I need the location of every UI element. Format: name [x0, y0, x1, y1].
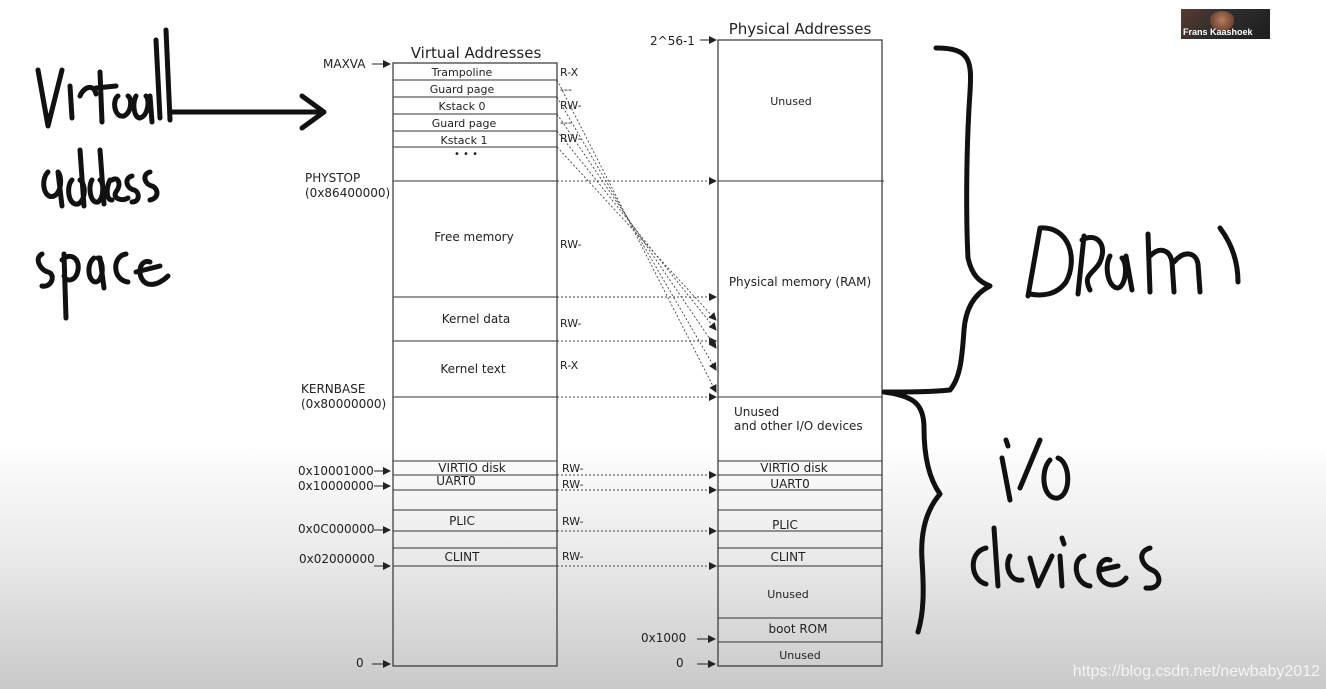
handwritten-virtual-address-space: [35, 27, 327, 321]
phys-unused-io-1: Unused: [734, 405, 779, 419]
row-free-memory: Free memory: [434, 230, 513, 244]
phys-unused-mid: Unused: [767, 588, 808, 601]
marker-physlot: PHYSTOP: [305, 171, 360, 185]
perm-virtio: RW-: [562, 462, 584, 475]
marker-physlot-addr: (0x86400000): [305, 186, 390, 200]
marker-uart-addr: 0x10000000: [298, 479, 374, 493]
map-kstack1-b: [556, 146, 717, 321]
marker-phys-bootrom: 0x1000: [641, 631, 686, 645]
marker-maxva: MAXVA: [323, 57, 366, 71]
physical-addresses-title: Physical Addresses: [729, 20, 872, 38]
presenter-video-thumbnail: Frans Kaashoek: [1181, 9, 1270, 39]
phys-unused-io-2: and other I/O devices: [734, 419, 863, 433]
map-kstack1-a: [556, 130, 717, 331]
row-plic: PLIC: [449, 514, 475, 528]
phys-virtio-disk: VIRTIO disk: [760, 461, 828, 475]
presenter-avatar: [1209, 11, 1235, 31]
handwritten-dram: [881, 45, 1241, 395]
perm-kernel-data: RW-: [560, 317, 582, 330]
row-clint: CLINT: [445, 550, 481, 564]
row-kernel-data: Kernel data: [442, 312, 511, 326]
perm-free-memory: RW-: [560, 238, 582, 251]
perm-uart: RW-: [562, 478, 584, 491]
presenter-name-label: Frans Kaashoek: [1183, 27, 1253, 37]
row-uart0: UART0: [436, 474, 475, 488]
map-kstack0-b: [556, 113, 717, 349]
phys-ram: Physical memory (RAM): [729, 275, 871, 289]
watermark-url: https://blog.csdn.net/newbaby2012: [1072, 663, 1320, 680]
marker-phys-zero: 0: [676, 656, 684, 670]
perm-plic: RW-: [562, 515, 584, 528]
physical-address-column: [717, 39, 883, 667]
marker-phys-top: 2^56-1: [650, 34, 695, 48]
marker-kernbase-addr: (0x80000000): [301, 397, 386, 411]
marker-virtio-addr: 0x10001000: [298, 464, 374, 478]
perm-kstack-0: RW-: [560, 99, 582, 112]
physical-row-dividers: [718, 180, 884, 643]
row-guard-page-1: Guard page: [430, 83, 495, 96]
perm-trampoline: R-X: [560, 66, 579, 79]
perm-guard-2: ---: [560, 116, 572, 129]
row-kernel-text: Kernel text: [440, 362, 505, 376]
phys-clint: CLINT: [771, 550, 807, 564]
row-ellipsis: • • •: [454, 149, 478, 160]
row-kstack-1: Kstack 1: [441, 134, 488, 147]
perm-kernel-text: R-X: [560, 359, 579, 372]
perm-clint: RW-: [562, 550, 584, 563]
row-guard-page-2: Guard page: [432, 117, 497, 130]
perm-guard-1: ---: [560, 83, 572, 96]
mapping-arrows: [556, 79, 717, 570]
map-trampoline: [556, 79, 717, 393]
virtual-addresses-title: Virtual Addresses: [411, 44, 542, 62]
marker-virtual-zero: 0: [356, 656, 364, 670]
phys-uart0: UART0: [770, 477, 809, 491]
handwritten-io-devices: [881, 389, 1162, 635]
phys-unused-top: Unused: [770, 95, 811, 108]
marker-plic-addr: 0x0C000000: [298, 522, 375, 536]
phys-unused-bottom: Unused: [779, 649, 820, 662]
phys-plic: PLIC: [772, 518, 798, 532]
marker-clint-addr: 0x02000000: [299, 552, 375, 566]
row-trampoline: Trampoline: [431, 66, 493, 79]
virtual-address-column: [392, 62, 558, 667]
row-virtio-disk: VIRTIO disk: [438, 461, 506, 475]
row-kstack-0: Kstack 0: [439, 100, 486, 113]
phys-boot-rom: boot ROM: [769, 622, 828, 636]
marker-kernbase: KERNBASE: [301, 382, 365, 396]
virtual-row-dividers: [393, 79, 557, 567]
